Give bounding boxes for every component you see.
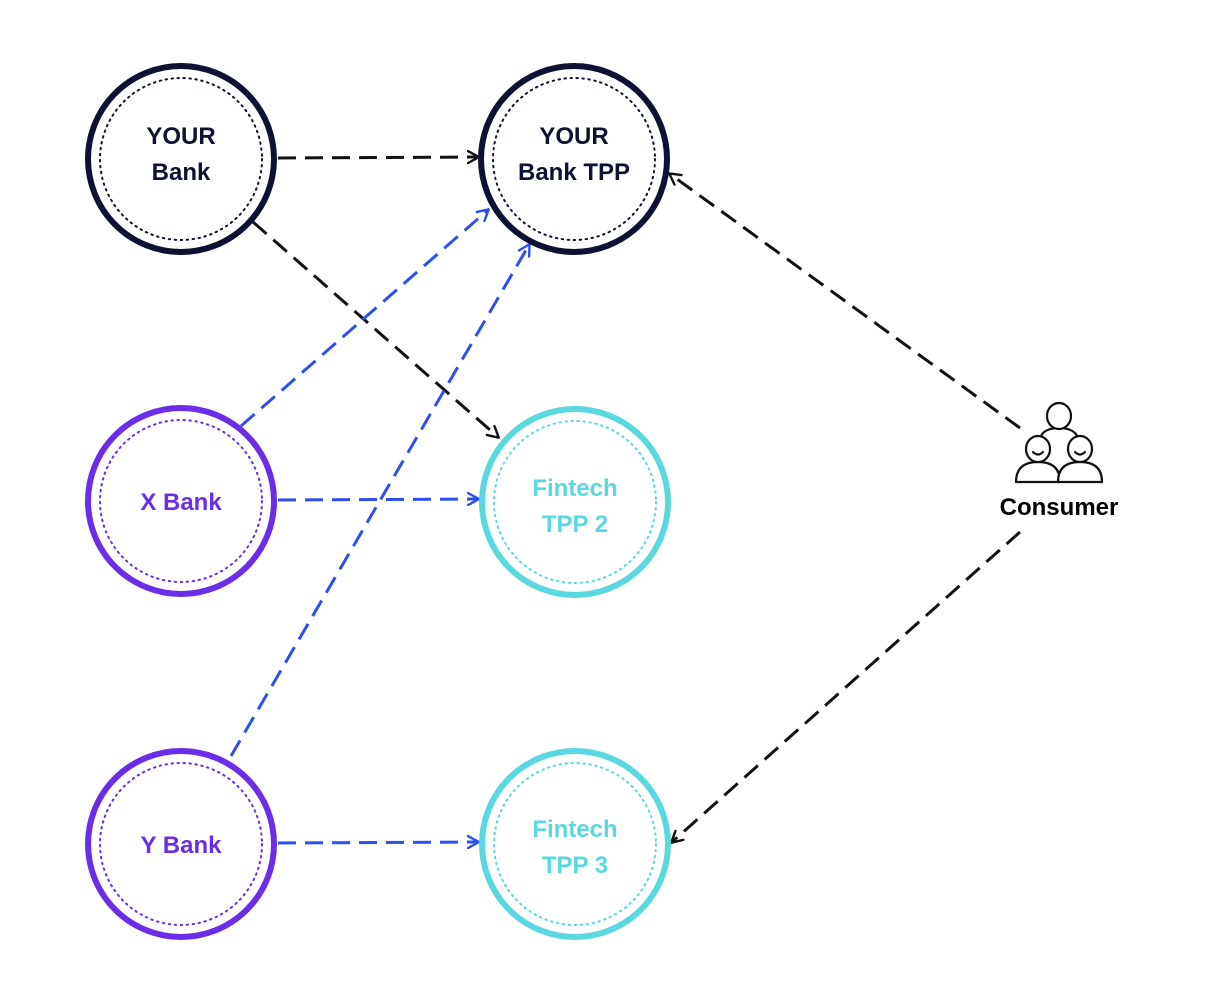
edge-ybank-to-yourbanktpp xyxy=(229,245,529,757)
fintech-tpp-2-label-line1: Fintech xyxy=(532,475,617,502)
edges xyxy=(229,157,1021,843)
node-fintech-tpp-2: Fintech TPP 2 xyxy=(479,406,671,598)
node-x-bank: X Bank xyxy=(85,405,277,597)
edge-xbank-to-yourbanktpp xyxy=(240,210,488,428)
edge-xbank-to-fintech2 xyxy=(277,499,478,500)
edge-consumer-to-fintech3 xyxy=(672,530,1021,842)
edge-consumer-to-yourbanktpp xyxy=(670,174,1021,430)
consumer-label: Consumer xyxy=(1000,494,1119,521)
fintech-tpp-3-label-line2: TPP 3 xyxy=(542,852,608,879)
edge-yourbank-to-fintech2 xyxy=(252,220,498,437)
fintech-tpp-3-label-line1: Fintech xyxy=(532,816,617,843)
your-bank-tpp-label-line2: Bank TPP xyxy=(518,159,630,186)
your-bank-label-line1: YOUR xyxy=(146,123,215,150)
x-bank-label: X Bank xyxy=(140,489,222,516)
node-your-bank-tpp: YOUR Bank TPP xyxy=(478,63,670,255)
y-bank-label: Y Bank xyxy=(141,832,223,859)
your-bank-tpp-label-line1: YOUR xyxy=(539,123,608,150)
node-your-bank: YOUR Bank xyxy=(85,63,277,255)
people-group-icon xyxy=(1014,401,1104,484)
edge-ybank-to-fintech3 xyxy=(277,842,478,843)
fintech-tpp-2-label-line2: TPP 2 xyxy=(542,511,608,538)
node-fintech-tpp-3: Fintech TPP 3 xyxy=(479,748,671,940)
node-consumer: Consumer xyxy=(1000,401,1119,521)
node-y-bank: Y Bank xyxy=(85,748,277,940)
your-bank-label-line2: Bank xyxy=(152,159,211,186)
edge-yourbank-to-yourbanktpp xyxy=(277,157,478,158)
